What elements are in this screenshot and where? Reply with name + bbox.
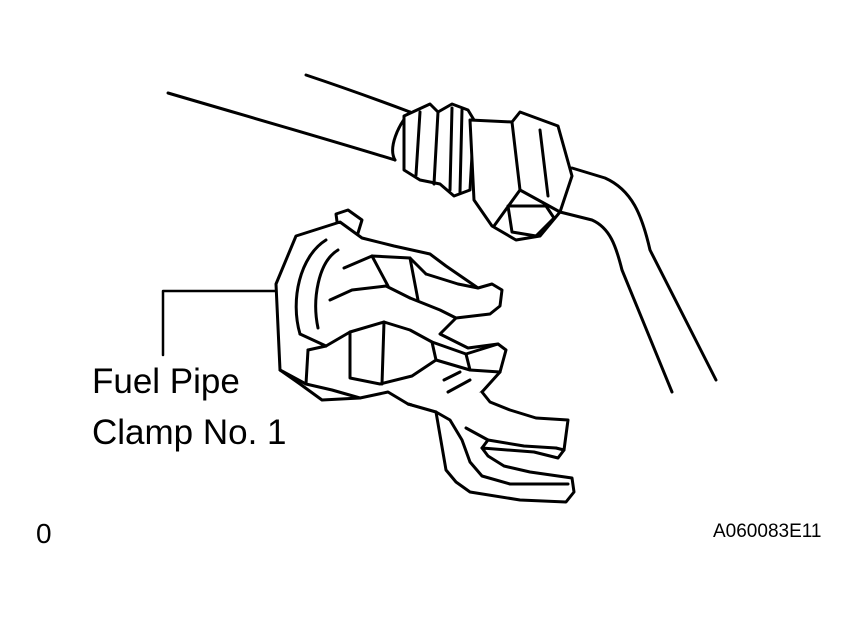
corner-mark: 0 — [36, 518, 52, 549]
clamp-fork-arm — [408, 392, 574, 502]
fuel-pipe-clamp — [276, 210, 506, 412]
fuel-hose — [168, 75, 410, 160]
callout-label-line1: Fuel Pipe — [92, 362, 240, 401]
figure-id: A060083E11 — [713, 521, 822, 542]
metal-fuel-tube — [560, 168, 716, 392]
callout-leader — [163, 291, 276, 355]
quick-connector — [404, 104, 572, 240]
callout-label-line2: Clamp No. 1 — [92, 413, 287, 452]
